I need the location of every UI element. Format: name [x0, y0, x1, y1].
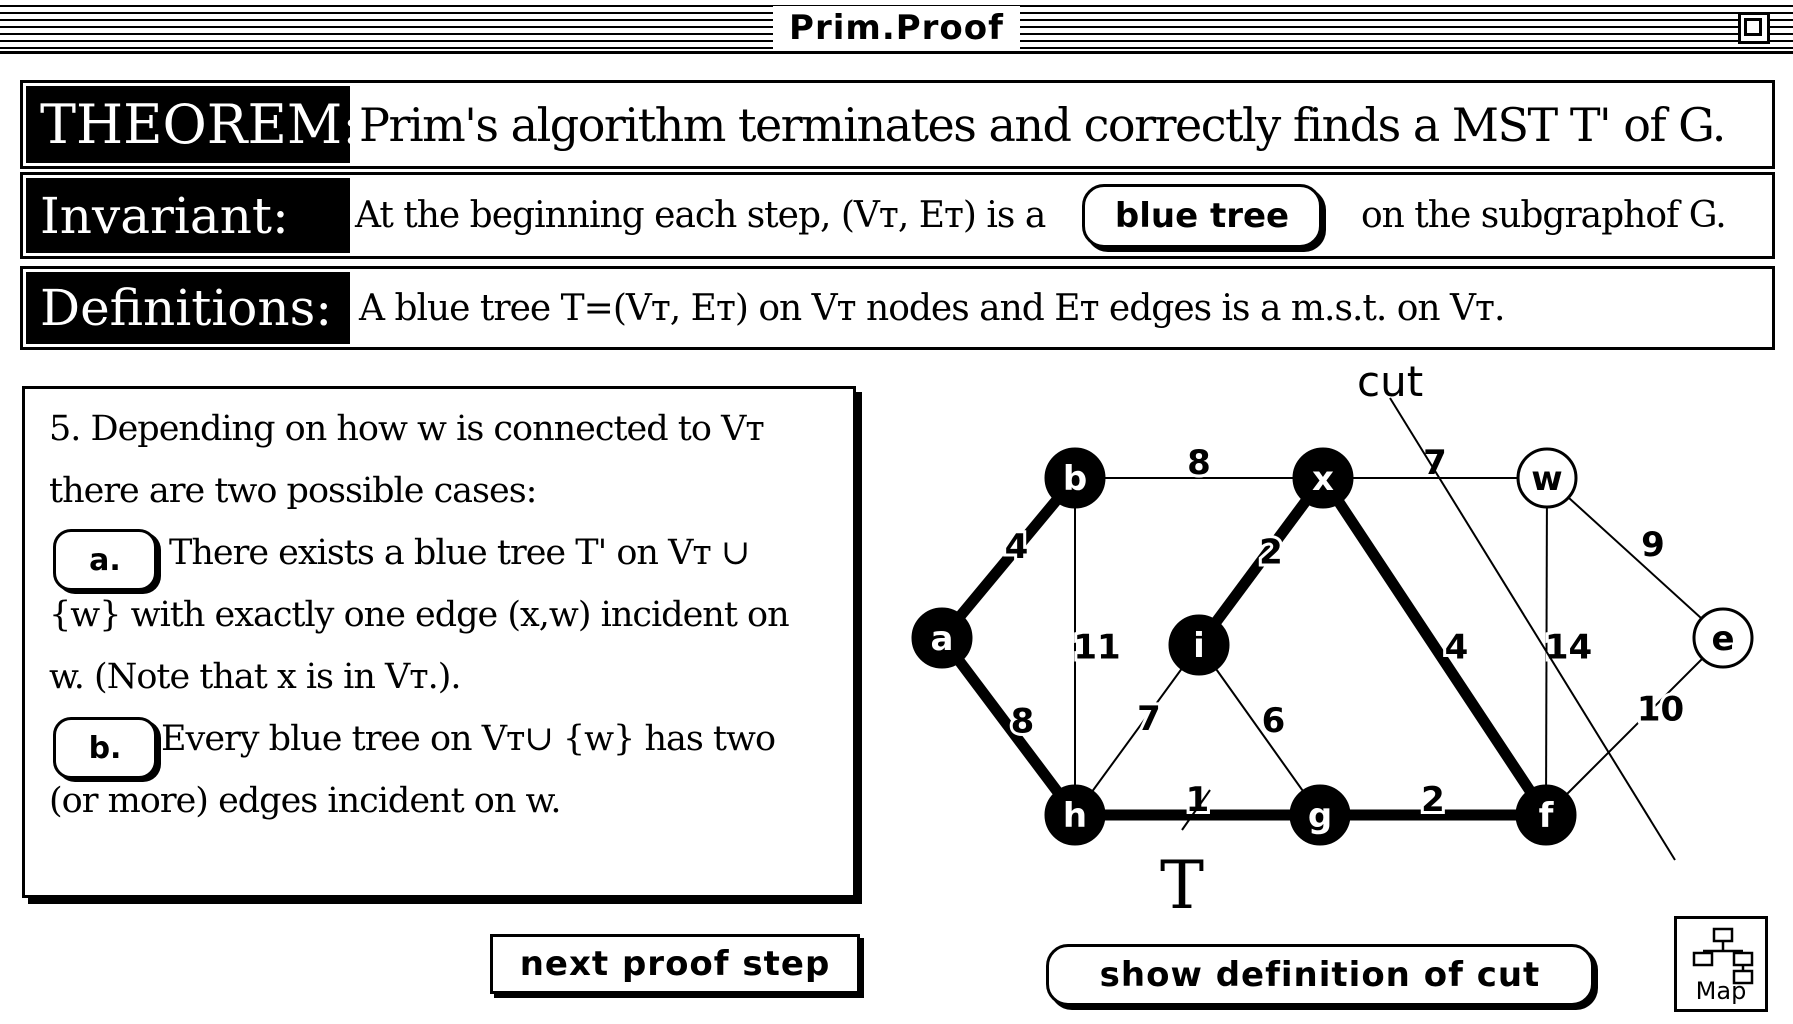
- window-title: Prim.Proof: [0, 6, 1793, 50]
- edge-weight-label: 7: [1137, 699, 1161, 739]
- node-label: x: [1312, 459, 1334, 499]
- tree-label: T: [1160, 847, 1204, 920]
- tree-edge: [1318, 474, 1551, 819]
- cut-label: cut: [1357, 360, 1423, 406]
- graph-node-h: h: [1044, 784, 1106, 846]
- proof-line: there are two possible cases:: [49, 471, 537, 511]
- graph-node-f: f: [1515, 784, 1577, 846]
- edge-weight-label: 6: [1262, 701, 1286, 741]
- edge-weight-label: 7: [1423, 443, 1447, 483]
- proof-line: w. (Note that x is in Vᴛ.).: [49, 657, 462, 697]
- node-circle: [1292, 447, 1354, 509]
- edge-weight-label: 4: [1445, 628, 1469, 668]
- node-label: b: [1063, 459, 1087, 499]
- proof-line: {w} with exactly one edge (x,w) incident…: [49, 595, 790, 635]
- tree-edge: [937, 474, 1080, 642]
- invariant-text-before: At the beginning each step, (Vᴛ, Eᴛ) is …: [355, 195, 1046, 236]
- proof-line: 5. Depending on how w is connected to Vᴛ: [49, 409, 765, 449]
- graph-edge: [1545, 637, 1724, 816]
- tree-edge: [1194, 474, 1328, 649]
- invariant-text-after: on the subgraphof G.: [1361, 195, 1727, 236]
- definitions-row: Definitions: A blue tree T=(Vᴛ, Eᴛ) on V…: [20, 266, 1775, 350]
- node-circle: [1515, 784, 1577, 846]
- case-b-button[interactable]: b.: [53, 717, 157, 779]
- graph-node-e: e: [1692, 607, 1754, 669]
- edge-weight-label: 2: [1421, 780, 1445, 820]
- node-circle: [1044, 784, 1106, 846]
- map-button[interactable]: Map: [1674, 916, 1768, 1012]
- node-circle: [1516, 447, 1578, 509]
- map-icon: [1692, 927, 1754, 985]
- tree-edge: [937, 634, 1080, 819]
- graph-edge: [1545, 477, 1548, 816]
- graph-node-b: b: [1044, 447, 1106, 509]
- theorem-row: THEOREM: Prim's algorithm terminates and…: [20, 80, 1775, 169]
- edge-weight-label: 11: [1073, 628, 1120, 668]
- definitions-label: Definitions:: [26, 272, 350, 344]
- show-cut-definition-button[interactable]: show definition of cut: [1046, 944, 1594, 1006]
- map-label: Map: [1695, 977, 1747, 1005]
- proof-line: (or more) edges incident on w.: [49, 781, 561, 821]
- case-a-button[interactable]: a.: [53, 529, 157, 591]
- graph-edge: [1074, 644, 1200, 816]
- node-label: g: [1308, 796, 1332, 836]
- zoom-box-icon[interactable]: [1738, 12, 1770, 44]
- proof-step-box: 5. Depending on how w is connected to Vᴛ…: [22, 386, 856, 898]
- node-label: w: [1531, 459, 1562, 499]
- proof-line: There exists a blue tree T' on Vᴛ ∪: [169, 533, 750, 573]
- node-label: i: [1193, 626, 1205, 666]
- edge-weight-label: 4: [1005, 527, 1029, 567]
- invariant-row: Invariant: At the beginning each step, (…: [20, 172, 1775, 259]
- node-circle: [1692, 607, 1754, 669]
- edge-weight-label: 8: [1011, 702, 1035, 742]
- edge-weight-label: 1: [1186, 780, 1210, 820]
- node-label: e: [1711, 619, 1734, 659]
- graph-edge: [1546, 477, 1724, 639]
- graph-node-w: w: [1516, 447, 1578, 509]
- graph-node-a: a: [911, 607, 973, 669]
- graph-node-g: g: [1289, 784, 1351, 846]
- cut-line: [1389, 397, 1676, 861]
- node-label: h: [1063, 796, 1087, 836]
- invariant-label: Invariant:: [26, 178, 350, 253]
- edge-weight-label: 2: [1259, 533, 1283, 573]
- next-proof-step-button[interactable]: next proof step: [490, 934, 860, 994]
- edge-weight-label: 9: [1641, 525, 1665, 565]
- theorem-text: Prim's algorithm terminates and correctl…: [359, 97, 1726, 152]
- node-circle: [1044, 447, 1106, 509]
- definitions-text: A blue tree T=(Vᴛ, Eᴛ) on Vᴛ nodes and E…: [359, 287, 1505, 329]
- proof-line: Every blue tree on Vᴛ∪ {w} has two: [161, 719, 776, 759]
- node-circle: [1289, 784, 1351, 846]
- blue-tree-button[interactable]: blue tree: [1082, 184, 1322, 248]
- graph-edge: [1198, 644, 1321, 816]
- node-circle: [1168, 614, 1230, 676]
- edge-weight-label: 10: [1637, 690, 1684, 730]
- graph-node-x: x: [1292, 447, 1354, 509]
- node-label: f: [1539, 796, 1555, 836]
- edge-weight-label: 14: [1545, 628, 1592, 668]
- theorem-label: THEOREM:: [26, 86, 360, 163]
- graph-node-i: i: [1168, 614, 1230, 676]
- node-circle: [911, 607, 973, 669]
- graph-diagram: 8 7 4 11 2 4 14 9 8 7 6 1 2 10 cut T b x w a i e h g f: [911, 360, 1754, 920]
- edge-weight-label: 8: [1187, 443, 1211, 483]
- tree-pointer-line: [1181, 789, 1211, 831]
- node-label: a: [931, 619, 954, 659]
